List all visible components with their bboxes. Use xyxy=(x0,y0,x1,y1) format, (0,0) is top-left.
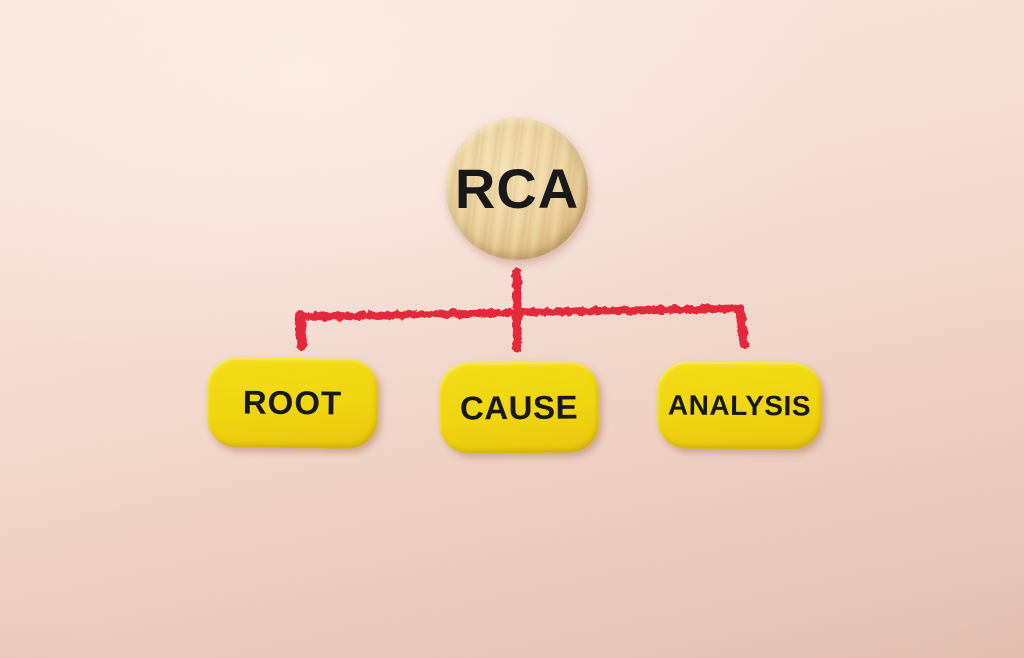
node-cause-label: CAUSE xyxy=(459,387,579,427)
rca-root-node: RCA xyxy=(446,118,588,260)
rca-root-label: RCA xyxy=(454,156,580,220)
connector-crossbar xyxy=(296,304,744,321)
node-analysis: ANALYSIS xyxy=(656,361,823,450)
node-root: ROOT xyxy=(206,357,379,449)
node-cause: CAUSE xyxy=(438,361,600,454)
node-analysis-label: ANALYSIS xyxy=(667,389,812,421)
connector-tick-right xyxy=(735,304,749,348)
connector-tick-left xyxy=(295,310,307,351)
node-root-label: ROOT xyxy=(242,383,343,422)
